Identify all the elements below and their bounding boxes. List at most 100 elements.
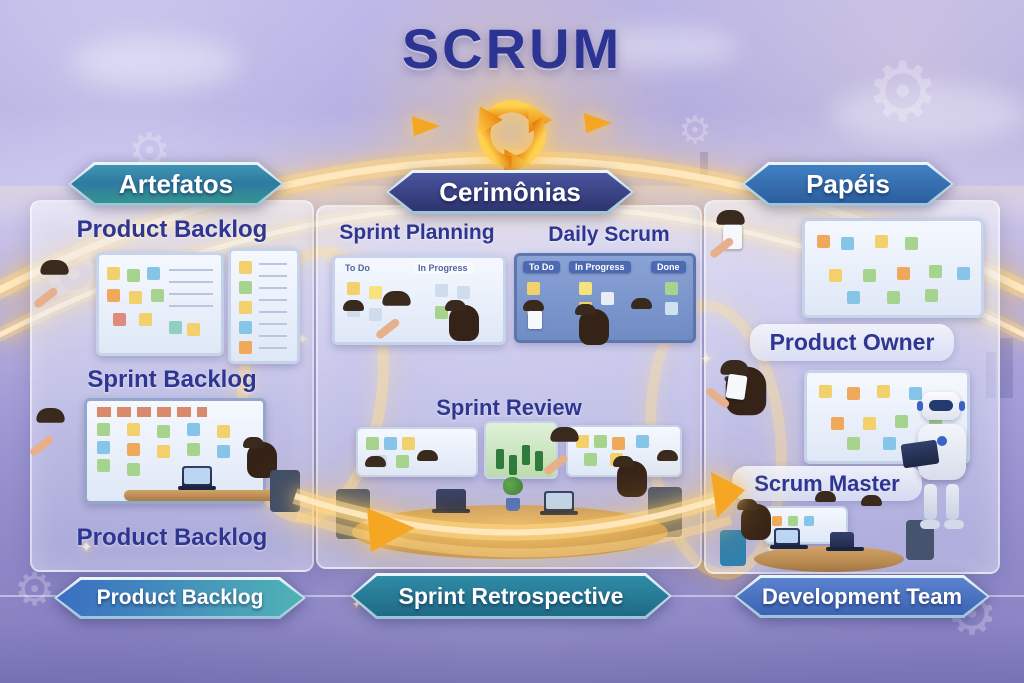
person-hair — [449, 305, 479, 341]
backlog-column-illustration — [228, 248, 300, 364]
kanban-board-illustration — [96, 252, 224, 356]
board-column-todo: To Do — [345, 263, 370, 273]
wall-screen-illustration — [356, 427, 478, 477]
person-illustration — [374, 295, 433, 384]
roles-footer-text: Development Team — [737, 578, 987, 615]
ceremonies-footer-banner: Sprint Retrospective — [350, 573, 672, 619]
scrum-cycle-icon — [447, 84, 577, 184]
artifact-label-sprint-backlog: Sprint Backlog — [87, 366, 257, 393]
sticky-notes — [772, 516, 782, 526]
sticky-notes — [817, 235, 830, 248]
ceremonies-header-text: Cerimônias — [389, 173, 631, 211]
ceremony-label-sprint-review: Sprint Review — [436, 395, 582, 420]
laptop-illustration — [178, 466, 216, 490]
person-illustration — [576, 307, 612, 373]
laptop-illustration — [770, 528, 808, 549]
artifacts-header-text: Artefatos — [71, 165, 281, 203]
artifacts-footer-text: Product Backlog — [57, 580, 303, 616]
sticky-notes — [107, 267, 120, 280]
role-label-scrum-master: Scrum Master — [732, 466, 922, 501]
building-silhouette — [700, 152, 708, 180]
board-text-lines — [169, 269, 213, 313]
conference-table-illustration — [352, 505, 668, 559]
robot-leg — [924, 484, 937, 520]
sticky-notes — [347, 282, 360, 295]
person-illustration — [658, 453, 694, 519]
desk-illustration — [124, 490, 284, 501]
gear-icon: ⚙ — [866, 47, 940, 138]
person-illustration — [28, 412, 87, 501]
robot-chest-light — [937, 436, 947, 446]
ceremonies-footer-text: Sprint Retrospective — [353, 576, 669, 616]
bottom-band-decoration — [0, 621, 1024, 683]
robot-laptop — [900, 439, 940, 469]
page-title: SCRUM — [401, 17, 623, 80]
person-hair — [579, 309, 609, 345]
sticky-notes — [527, 282, 540, 295]
roles-header-text: Papéis — [745, 165, 951, 203]
robot-ear — [959, 401, 965, 411]
person-illustration — [446, 303, 482, 369]
sticky-notes — [366, 437, 379, 450]
board-text-lines — [259, 263, 287, 349]
person-arm — [28, 434, 55, 458]
developer-illustration — [738, 502, 774, 568]
scrum-master-illustration — [704, 364, 771, 453]
laptop-illustration — [540, 491, 578, 515]
person-arm — [32, 286, 59, 310]
board-column-done: Done — [651, 261, 686, 273]
person-illustration — [32, 264, 91, 353]
person-illustration — [524, 303, 560, 369]
robot-torso — [900, 424, 966, 480]
ceremony-label-sprint-planning: Sprint Planning — [339, 221, 495, 244]
laptop-illustration — [826, 532, 864, 551]
roles-board-illustration — [802, 218, 984, 318]
cloud-decoration — [590, 26, 740, 68]
laptop-illustration — [432, 489, 470, 513]
gear-icon: ⚙ — [14, 563, 56, 615]
sticky-notes — [239, 261, 252, 274]
artifacts-panel: Product Backlog Sprint Backlog — [28, 200, 314, 572]
plant-illustration — [500, 477, 526, 511]
person-illustration — [632, 301, 668, 367]
person-hair — [741, 504, 771, 540]
roles-footer-banner: Development Team — [734, 575, 990, 618]
robot-head — [917, 392, 965, 420]
building-silhouette — [1000, 338, 1013, 398]
cloud-decoration — [70, 36, 240, 88]
chair-illustration — [270, 470, 300, 512]
robot-foot — [920, 520, 940, 529]
board-title-line — [97, 407, 207, 417]
sprint-board-illustration — [84, 398, 266, 504]
sticky-notes — [576, 435, 589, 448]
person-illustration — [344, 303, 380, 369]
cloud-decoration — [830, 84, 1024, 142]
robot-visor — [929, 400, 953, 411]
bar-chart-marks — [496, 449, 504, 469]
board-column-todo: To Do — [523, 261, 560, 273]
daily-board-illustration: To Do In Progress Done — [514, 253, 696, 343]
board-column-inprogress: In Progress — [413, 262, 473, 274]
board-column-inprogress: In Progress — [569, 261, 631, 273]
sticky-notes — [819, 385, 832, 398]
product-owner-illustration — [708, 214, 767, 303]
robot-leg — [946, 484, 959, 520]
artifact-label-product-backlog: Product Backlog — [76, 216, 268, 243]
robot-foot — [944, 520, 964, 529]
clipboard-illustration — [725, 373, 748, 401]
gear-icon: ⚙ — [678, 110, 713, 152]
roles-header-banner: Papéis — [742, 162, 954, 206]
role-label-product-owner: Product Owner — [750, 324, 954, 361]
sparkle-icon: ✦ — [352, 599, 362, 611]
sticky-notes — [169, 321, 182, 334]
ceremony-label-daily-scrum: Daily Scrum — [548, 223, 670, 246]
sticky-notes — [97, 423, 110, 436]
artifacts-header-banner: Artefatos — [68, 162, 284, 206]
robot-ear — [917, 401, 923, 411]
robot-illustration — [898, 392, 988, 552]
ceremonies-panel: Sprint Planning Daily Scrum To Do In Pro… — [316, 205, 702, 569]
artifacts-footer-banner: Product Backlog — [54, 577, 306, 619]
person-document — [528, 311, 542, 329]
ceremonies-header-banner: Cerimônias — [386, 170, 634, 214]
